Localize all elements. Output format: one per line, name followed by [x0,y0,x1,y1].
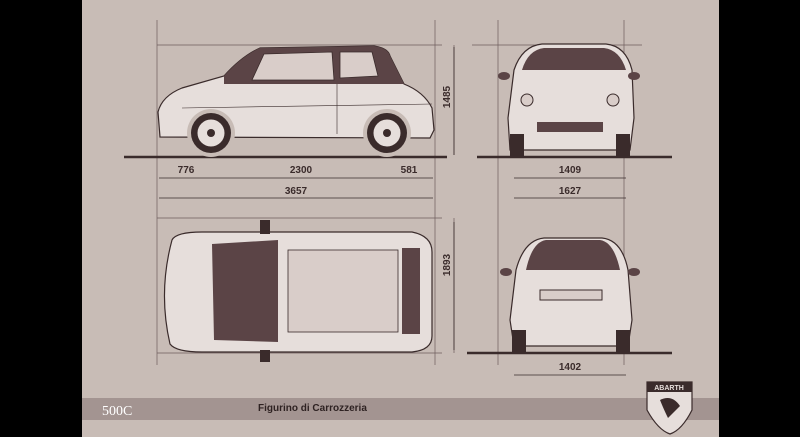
dim-height: 1485 [442,85,453,108]
dim-rear-track: 1402 [559,362,582,373]
badge-text: ABARTH [654,385,684,392]
rear-view-car [500,237,640,352]
blueprint-sheet: 776 2300 581 3657 1409 1627 1402 1485 18… [82,0,719,437]
dim-rear-overhang: 581 [401,165,418,176]
side-view-car [157,45,435,157]
front-view-car [498,43,640,156]
dim-overall-width-side: 1627 [559,186,582,197]
footer-band [82,398,719,420]
dim-overall-length: 3657 [285,186,308,197]
top-view-car [163,220,433,362]
footer-caption: Figurino di Carrozzeria [258,403,367,414]
blueprint-drawing: 776 2300 581 3657 1409 1627 1402 1485 18… [82,20,719,435]
abarth-badge: ABARTH [646,381,693,435]
scorpion-icon [660,398,680,418]
dim-wheelbase: 2300 [290,165,313,176]
dim-front-overhang: 776 [178,165,195,176]
dimension-lines [159,47,626,376]
dim-overall-width: 1893 [442,253,453,276]
ground-lines [124,155,672,355]
dim-front-track: 1409 [559,165,582,176]
logo-500c: 500C [102,404,132,419]
